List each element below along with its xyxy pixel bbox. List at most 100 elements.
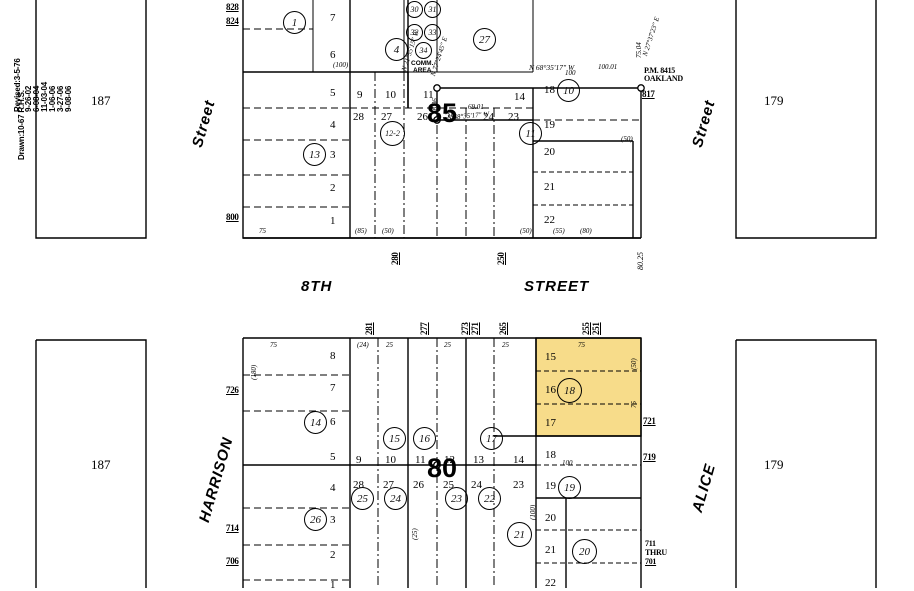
address-range-701: 701 <box>645 557 657 566</box>
distance-lower-2: (24) <box>357 341 369 349</box>
lot-number-3-upper: 3 <box>330 149 336 161</box>
lot-number-5-upper: 5 <box>330 87 336 99</box>
lot-number-9-upper: 9 <box>357 89 363 101</box>
address-824: 824 <box>226 16 239 26</box>
distance-label-side-2: (100) <box>333 61 349 69</box>
distance-label-bottom-6: (80) <box>580 227 592 235</box>
lot-number-4-lower: 4 <box>330 482 336 494</box>
lot-number-1-upper: 1 <box>330 215 336 227</box>
address-range-thru: THRU <box>645 548 667 557</box>
parcel-circle-20-lower[interactable]: 20 <box>572 539 597 564</box>
distance-lower-3: 25 <box>386 341 393 349</box>
street-number-250: 250 <box>496 252 506 265</box>
parcel-circle-27[interactable]: 27 <box>473 28 496 51</box>
lot-number-11-upper: 11 <box>423 89 434 101</box>
parcel-circle-31[interactable]: 31 <box>424 1 441 18</box>
lot-number-1-lower: 1 <box>330 579 336 591</box>
comm-area-label-line2: AREA <box>413 67 432 74</box>
comm-area-label-line1: COMM. <box>411 60 434 67</box>
lot-number-3-lower: 3 <box>330 514 336 526</box>
street-number-273: 273 <box>460 322 470 335</box>
lot-number-27-lower: 27 <box>383 479 394 491</box>
distance-lower-side-5: (25) <box>411 528 419 540</box>
distance-label-bottom-5: (55) <box>553 227 565 235</box>
parcel-circle-21-lower[interactable]: 21 <box>507 522 532 547</box>
lot-number-26-upper: 26 <box>417 111 428 123</box>
distance-label-side-1: (50) <box>621 135 633 143</box>
street-number-280: 280 <box>390 252 400 265</box>
distance-lower-side-2: (50) <box>630 358 638 370</box>
lot-number-28-lower: 28 <box>353 479 364 491</box>
lot-number-17-highlight: 17 <box>545 417 556 429</box>
lot-number-13-lower: 13 <box>473 454 484 466</box>
parcel-circle-17-lower[interactable]: 17 <box>480 427 503 450</box>
parcel-circle-14-lower[interactable]: 14 <box>304 411 327 434</box>
block-label-179-upper: 179 <box>764 93 784 108</box>
address-714: 714 <box>226 523 239 533</box>
parcel-circle-1[interactable]: 1 <box>283 11 306 34</box>
distance-lower-side-3: 75 <box>630 401 638 408</box>
lot-number-23-lower: 23 <box>513 479 524 491</box>
parcel-circle-15-lower[interactable]: 15 <box>383 427 406 450</box>
parcel-circle-25-lower[interactable]: 25 <box>351 487 374 510</box>
lot-number-20-lower: 20 <box>545 512 556 524</box>
lot-number-6-upper: 6 <box>330 49 336 61</box>
distance-label-bottom-3: (50) <box>382 227 394 235</box>
block-number-85: 85 <box>427 98 458 128</box>
lot-number-11-lower: 11 <box>415 454 426 466</box>
distance-label-86-06: 86.06 <box>431 98 439 114</box>
street-width-8th: 80.25 <box>636 252 645 270</box>
lot-number-21-lower: 21 <box>545 544 556 556</box>
parcel-circle-23-lower[interactable]: 23 <box>445 487 468 510</box>
parcel-circle-34[interactable]: 34 <box>415 42 432 59</box>
block-label-187-upper: 187 <box>91 93 111 108</box>
lot-number-2-upper: 2 <box>330 182 336 194</box>
lot-number-20-upper: 20 <box>544 146 555 158</box>
lot-number-12-lower: 12 <box>444 454 455 466</box>
lot-number-15-highlight: 15 <box>545 351 556 363</box>
lot-number-18-lower: 18 <box>545 449 556 461</box>
distance-lower-side-1: (180) <box>250 364 258 380</box>
parcel-circle-10[interactable]: 10 <box>557 79 580 102</box>
lot-number-16-highlight: 16 <box>545 384 556 396</box>
distance-lower-4: 25 <box>444 341 451 349</box>
address-828: 828 <box>226 2 239 12</box>
distance-label-100-01: 100.01 <box>598 63 618 71</box>
distance-label-bottom-2: (85) <box>355 227 367 235</box>
highlighted-parcel[interactable] <box>535 337 642 437</box>
street-number-281: 281 <box>364 322 374 335</box>
lot-number-23-upper: 23 <box>508 111 519 123</box>
distance-lower-7: 100 <box>562 459 573 467</box>
distance-label-75-04: 75.04 <box>635 42 643 58</box>
lot-number-22-lower: 22 <box>545 577 556 589</box>
street-number-251: 251 <box>591 322 601 335</box>
parcel-circle-18-highlight[interactable]: 18 <box>557 378 582 403</box>
lot-number-19-lower: 19 <box>545 480 556 492</box>
lot-number-6-lower: 6 <box>330 416 336 428</box>
street-number-271: 271 <box>470 322 480 335</box>
lot-number-21-upper: 21 <box>544 181 555 193</box>
parcel-circle-12-2[interactable]: 12-2 <box>380 121 405 146</box>
parcel-circle-11[interactable]: 11 <box>519 122 542 145</box>
parcel-circle-26-lower[interactable]: 26 <box>304 508 327 531</box>
parcel-circle-13[interactable]: 13 <box>303 143 326 166</box>
parcel-circle-30[interactable]: 30 <box>406 1 423 18</box>
parcel-circle-33[interactable]: 33 <box>424 24 441 41</box>
parcel-circle-16-lower[interactable]: 16 <box>413 427 436 450</box>
lot-number-14-upper: 14 <box>514 91 525 103</box>
parcel-circle-32[interactable]: 32 <box>406 24 423 41</box>
revision-date-6: 9-08-06 <box>64 85 73 112</box>
distance-lower-5: 25 <box>502 341 509 349</box>
parcel-circle-22-lower[interactable]: 22 <box>478 487 501 510</box>
street-label-street: STREET <box>524 278 590 295</box>
distance-label-69-01: 69.01 <box>468 103 484 111</box>
parcel-circle-19-lower[interactable]: 19 <box>558 476 581 499</box>
address-800: 800 <box>226 212 239 222</box>
parcel-circle-24-lower[interactable]: 24 <box>384 487 407 510</box>
pm-note-line2: OAKLAND <box>644 74 683 83</box>
parcel-circle-4[interactable]: 4 <box>385 38 408 61</box>
lot-number-27-upper: 27 <box>381 111 392 123</box>
distance-label-100: 100 <box>565 69 576 77</box>
distance-label-bottom-4: (50) <box>520 227 532 235</box>
